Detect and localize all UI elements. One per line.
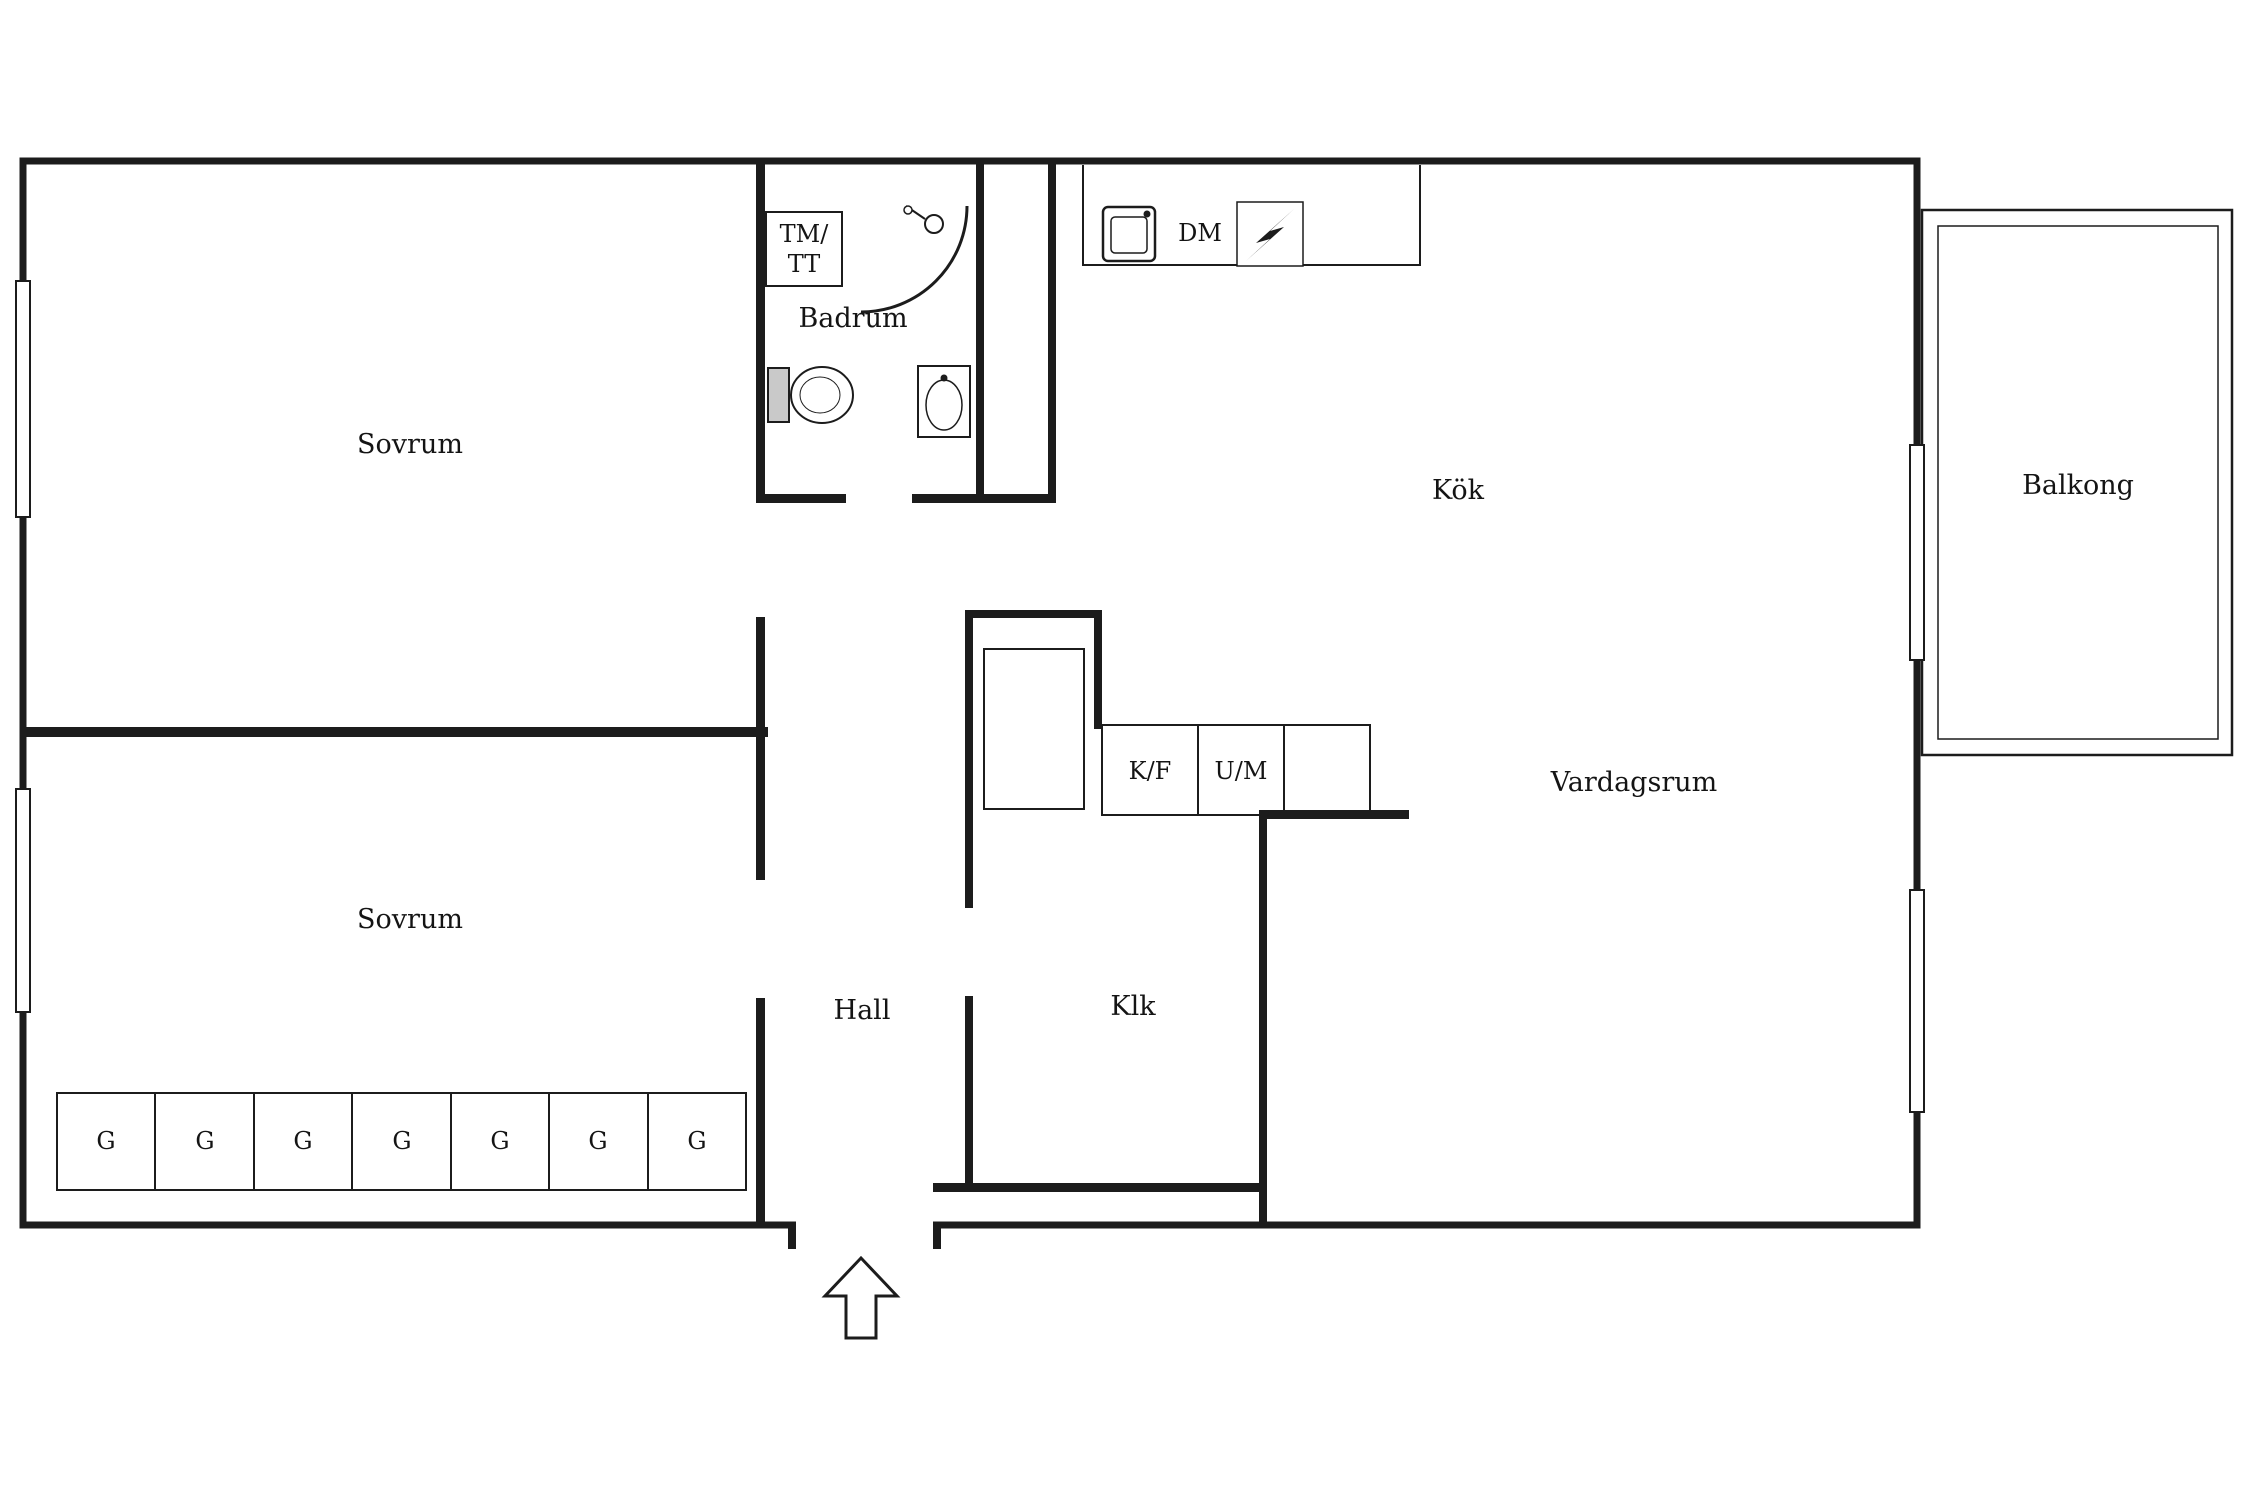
closet-shelf-outline (983, 648, 1085, 810)
entrance-arrow-icon (821, 1255, 901, 1340)
room-label-balkong: Balkong (2022, 470, 2134, 502)
wardrobe-label: G (687, 1127, 707, 1155)
cabinet-row-outline (1101, 724, 1371, 816)
room-label-vardagsrum: Vardagsrum (1550, 767, 1718, 799)
kitchen-sink-icon (1101, 205, 1157, 263)
sink-icon (917, 365, 971, 438)
wardrobe-row-outline (56, 1092, 747, 1191)
wardrobe-label: G (392, 1127, 412, 1155)
washer-dryer-box (765, 211, 843, 287)
outer-wall (19, 157, 1921, 1229)
window-left-upper (13, 280, 33, 518)
interior-walls (20, 158, 1409, 1249)
wardrobe-label: G (490, 1127, 510, 1155)
room-label-klk: Klk (1110, 991, 1156, 1023)
wardrobe-label: G (293, 1127, 313, 1155)
balcony-outline (1920, 208, 2234, 757)
fixture-label-fridge-freezer: K/F (1128, 757, 1172, 785)
wardrobe-label: G (195, 1127, 215, 1155)
window-right-lower (1907, 889, 1927, 1113)
room-label-sovrum-bottom: Sovrum (357, 904, 463, 936)
fixture-label-washer-dryer: TM/ TT (779, 220, 829, 278)
window-left-lower (13, 788, 33, 1013)
entrance-opening (796, 1218, 933, 1236)
windows (13, 280, 1927, 1113)
fixture-label-dishwasher: DM (1178, 219, 1222, 247)
room-label-kok: Kök (1431, 475, 1485, 507)
room-label-sovrum-top: Sovrum (357, 429, 463, 461)
fixture-label-oven-micro: U/M (1214, 757, 1268, 785)
room-label-badrum: Badrum (798, 303, 908, 335)
shower-icon (860, 205, 969, 314)
toilet-icon (767, 366, 854, 424)
wardrobe-label: G (588, 1127, 608, 1155)
stove-icon (1236, 201, 1304, 267)
wardrobe-label: G (96, 1127, 116, 1155)
room-label-hall: Hall (833, 995, 891, 1027)
balcony-door (1907, 444, 1927, 661)
